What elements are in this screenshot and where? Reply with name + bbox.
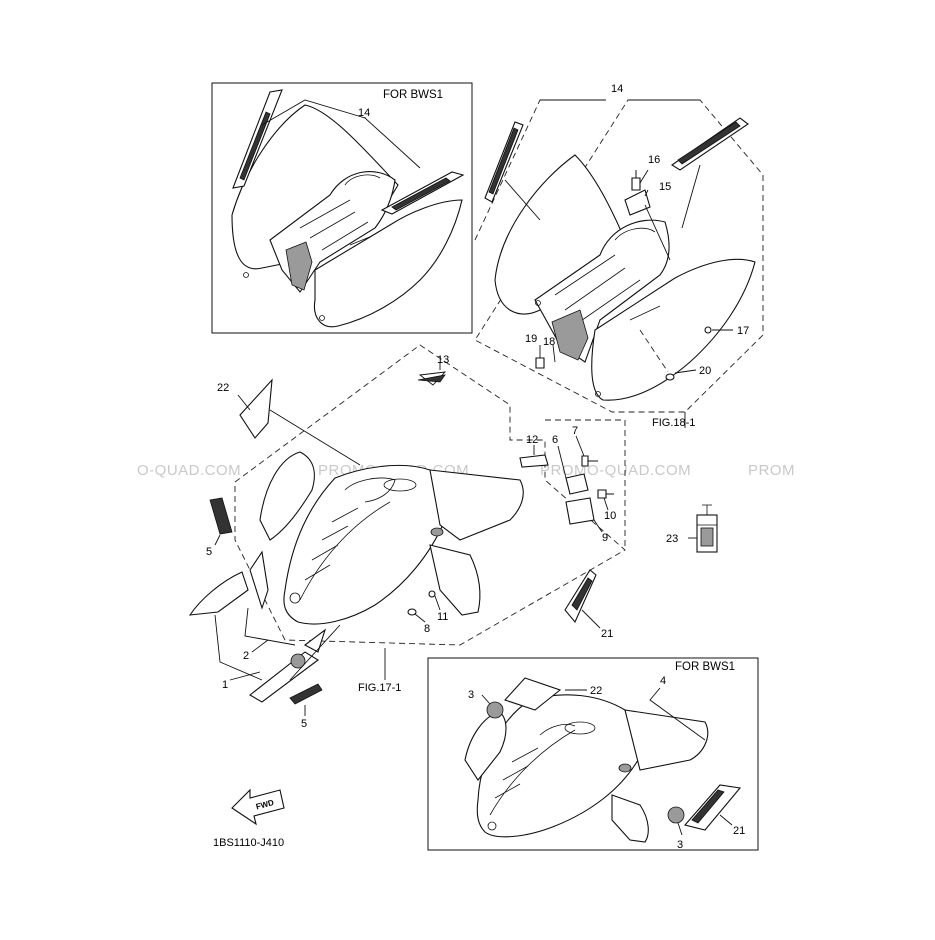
inset-header: FOR BWS1 [383, 89, 443, 101]
decal-left-rear [484, 121, 524, 203]
callout-19: 19 [525, 333, 537, 345]
callout-7: 7 [572, 425, 578, 437]
callout-23: 23 [666, 533, 678, 545]
decal-22-front [239, 378, 273, 439]
callout-6: 6 [552, 434, 558, 446]
watermark-row: O-QUAD.COM PROMO-QUAD.COM PROMO-QUAD.COM… [137, 462, 795, 479]
callout-12: 12 [526, 434, 538, 446]
callout-22-inset: 22 [590, 685, 602, 697]
grommet-20 [665, 373, 675, 381]
callout-14: 14 [358, 107, 370, 119]
label-tag-23 [696, 504, 718, 553]
front-fender-main: 13 22 5 1 2 [188, 344, 718, 730]
inset-frame-2 [427, 657, 759, 851]
grommet-11 [428, 590, 436, 598]
callout-21: 21 [601, 628, 613, 640]
plate-12 [519, 454, 549, 468]
callout-5-lower: 5 [301, 718, 307, 730]
grommet-17 [704, 326, 712, 334]
callout-8: 8 [424, 623, 430, 635]
decal-5-lower [289, 683, 323, 705]
decal-left-inset [232, 89, 283, 189]
callout-15: 15 [659, 181, 671, 193]
emblem-3-lower [667, 806, 685, 824]
callout-10: 10 [604, 510, 616, 522]
watermark-1: O-QUAD.COM [137, 462, 241, 479]
fig-ref-front: FIG.17-1 [358, 682, 401, 694]
callout-4: 4 [660, 675, 666, 687]
fwd-arrow-icon: FWD [231, 788, 285, 826]
plate-15 [624, 189, 651, 216]
callout-3-lower: 3 [677, 839, 683, 851]
callout-14-main: 14 [611, 83, 623, 95]
plate-6 [565, 473, 589, 495]
emblem-front [249, 628, 327, 703]
decal-right-rear [670, 117, 749, 171]
bolt-16 [631, 170, 641, 191]
side-panel-1 [188, 550, 269, 616]
callout-13: 13 [437, 354, 449, 366]
rear-fender-main: 14 16 15 [474, 83, 764, 429]
fig-ref-rear: FIG.18-1 [652, 417, 695, 429]
callout-22: 22 [217, 382, 229, 394]
callout-2: 2 [243, 650, 249, 662]
callout-17: 17 [737, 325, 749, 337]
plate-9 [565, 497, 595, 525]
callout-1: 1 [222, 679, 228, 691]
callout-18: 18 [543, 336, 555, 348]
grommet-8 [407, 608, 417, 616]
front-fender-inset [464, 694, 709, 843]
rear-fender-body [494, 154, 756, 401]
decal-5-upper [209, 497, 233, 535]
bolt-19 [535, 357, 545, 369]
drawing-code: 1BS1110-J410 [213, 837, 284, 849]
inset-bottom-right: FOR BWS1 22 3 4 3 21 [427, 657, 759, 851]
decal-21-inset [683, 784, 742, 831]
callout-21-inset: 21 [733, 825, 745, 837]
watermark-3: PROMO-QUAD.COM [540, 462, 691, 479]
decal-21-front [564, 569, 597, 624]
bolt-7 [581, 455, 598, 467]
callout-16: 16 [648, 154, 660, 166]
inset-frame [211, 82, 473, 334]
front-fender-body [259, 451, 524, 625]
decal-22-inset [504, 677, 562, 711]
watermark-4: PROM [748, 462, 795, 479]
inset-top-left: FOR BWS1 14 [211, 82, 473, 334]
emblem-3-inset [486, 701, 504, 719]
callout-20: 20 [699, 365, 711, 377]
decal-right-inset [380, 171, 465, 215]
inset-header-2: FOR BWS1 [675, 661, 735, 673]
bolt-10 [597, 489, 614, 499]
callout-11: 11 [437, 611, 448, 623]
rear-fender-drawing [231, 104, 463, 328]
callout-9: 9 [602, 532, 608, 544]
callout-5-upper: 5 [206, 546, 212, 558]
callout-3-top: 3 [468, 689, 474, 701]
